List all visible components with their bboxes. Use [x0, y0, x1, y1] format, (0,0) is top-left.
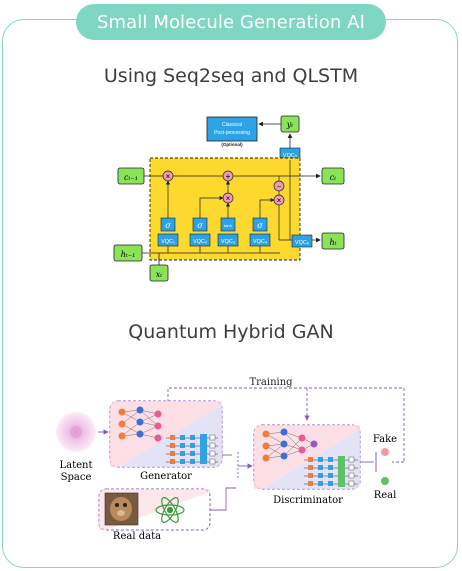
c-out-node	[321, 167, 345, 185]
latent-label-line2: Space	[61, 472, 92, 483]
section-title-seq2seq: Using Seq2seq and QLSTM	[103, 65, 359, 87]
fake-indicator	[381, 448, 389, 456]
real-label: Real	[374, 490, 397, 501]
sigma-2: σ	[197, 221, 203, 230]
gan-diagram: Training Latent Space	[56, 377, 405, 542]
postproc-line1: Classical	[222, 122, 242, 128]
h-out-label: hₜ	[329, 238, 336, 247]
header-pill: Small Molecule Generation AI	[76, 4, 386, 40]
latent-label-line1: Latent	[60, 460, 93, 471]
training-label: Training	[249, 377, 293, 388]
fake-label: Fake	[373, 434, 397, 445]
discriminator-label: Discriminator	[273, 495, 343, 506]
vqc4-label: VQC₄	[253, 239, 268, 245]
gate-4: σ VQC₄	[249, 197, 275, 253]
real-data-box	[98, 488, 211, 531]
section-title-gan: Quantum Hybrid GAN	[128, 321, 334, 343]
c-out-label: cₜ	[330, 173, 336, 182]
header-title: Small Molecule Generation AI	[97, 11, 365, 33]
generator-box	[109, 400, 223, 468]
tanh-label: tanh	[224, 223, 232, 228]
postproc-line2: Post-processing	[214, 130, 250, 136]
y-out-label: yₜ	[286, 120, 294, 129]
vqc2-label: VQC₂	[193, 239, 207, 245]
content-card	[2, 19, 458, 568]
gate-3: tanh VQC₃	[217, 202, 239, 253]
vqc3-label: VQC₃	[221, 239, 235, 245]
svg-text:×: ×	[166, 172, 171, 181]
svg-text:×: ×	[226, 194, 231, 203]
vqc5-label: VQC₅	[283, 153, 297, 159]
h-out-node	[321, 232, 345, 250]
gate-1: σ VQC₁	[157, 180, 179, 253]
svg-text:×: ×	[277, 196, 282, 205]
vqc6-label: VQC₆	[295, 240, 309, 246]
discriminator-box	[253, 424, 361, 490]
real-data-label: Real data	[113, 531, 161, 542]
c-prev-label: cₜ₋₁	[124, 173, 138, 182]
vqc1-label: VQC₁	[161, 239, 175, 245]
gate-2: σ VQC₂	[189, 195, 224, 253]
svg-text:−: −	[277, 184, 281, 191]
postproc-box	[206, 116, 258, 142]
postproc-note: (Optional)	[221, 142, 243, 147]
generator-label: Generator	[140, 471, 192, 482]
h-prev-label: hₜ₋₁	[121, 250, 136, 259]
svg-text:+: +	[226, 172, 231, 181]
sigma-1: σ	[165, 221, 171, 230]
vqc6-box	[291, 234, 313, 248]
x-in-label: xₜ	[156, 270, 163, 279]
qlstm-diagram: Classical Post-processing (Optional) yₜ …	[113, 115, 345, 282]
sigma-4: σ	[257, 221, 263, 230]
atom-icon	[155, 497, 185, 523]
real-indicator	[381, 477, 389, 485]
